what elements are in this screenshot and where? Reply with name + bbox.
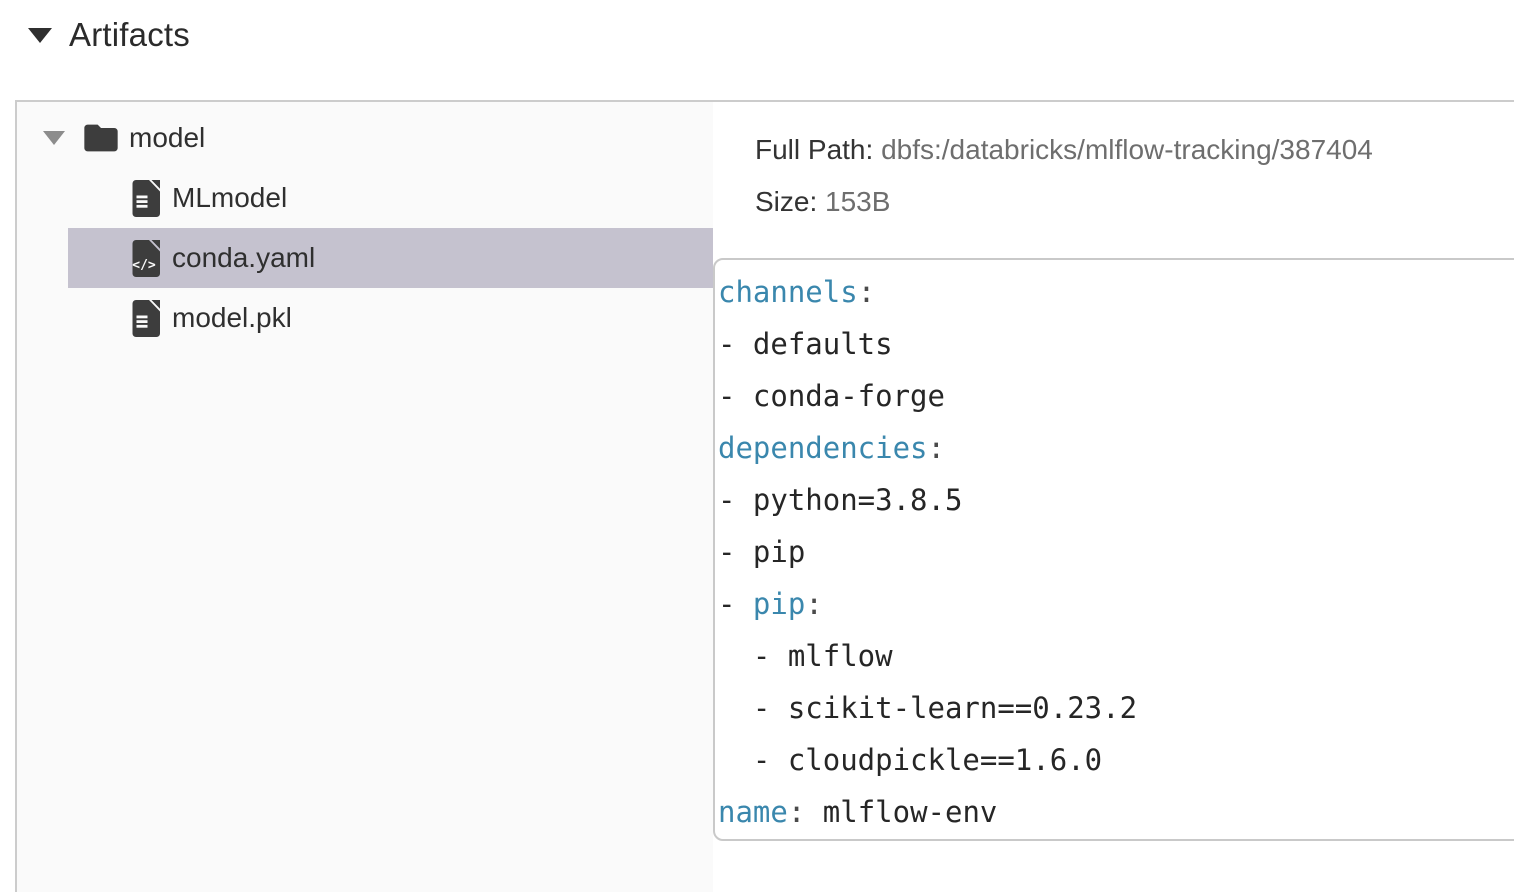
yaml-token-plain: - mlflow [718,639,893,673]
code-line: - cloudpickle==1.6.0 [718,734,1514,786]
artifact-file-tree: model MLmodel </> conda.yaml model.pkl [17,102,713,892]
yaml-token-plain: - [718,587,753,621]
yaml-token-key: name [718,795,788,829]
yaml-code: channels: - defaults - conda-forge dependen… [715,260,1514,838]
code-line: - pip [718,526,1514,578]
tree-node-file-model-pkl[interactable]: model.pkl [68,288,713,348]
file-document-icon [130,299,161,338]
code-line: dependencies: [718,422,1514,474]
file-code-icon: </> [130,239,161,278]
folder-icon [81,118,121,158]
yaml-token-plain: - cloudpickle==1.6.0 [718,743,1103,777]
full-path-label: Full Path: [755,134,874,165]
tree-node-label: conda.yaml [172,242,316,273]
yaml-token-punct: : [927,431,945,465]
code-line: - pip: [718,578,1514,630]
code-line: - defaults [718,318,1514,370]
yaml-token-key: channels [718,275,858,309]
tree-node-file-conda-yaml[interactable]: </> conda.yaml [68,228,713,288]
file-document-icon [130,179,161,218]
tree-node-label: MLmodel [172,182,288,213]
yaml-token-plain: - defaults [718,327,893,361]
code-line: - mlflow [718,630,1514,682]
yaml-token-plain: - python=3.8.5 [718,483,963,517]
file-content-viewer: channels: - defaults - conda-forge dependen… [713,258,1514,841]
code-line: name: mlflow-env [718,786,1514,838]
yaml-token-plain: mlflow-env [805,795,998,829]
size-label: Size: [755,186,818,217]
svg-text:</>: </> [132,258,156,273]
yaml-token-plain: - conda-forge [718,379,945,413]
yaml-token-key: pip [752,587,806,621]
size-line: Size: 153B [755,176,1514,228]
yaml-token-punct: : [805,587,823,621]
tree-file-list: MLmodel </> conda.yaml model.pkl [17,168,713,348]
caret-down-icon[interactable] [43,131,65,145]
artifacts-panel: model MLmodel </> conda.yaml model.pkl Full… [15,100,1514,892]
full-path-line: Full Path: dbfs:/databricks/mlflow-track… [755,124,1514,176]
yaml-token-punct: : [787,795,806,829]
yaml-token-plain: - scikit-learn==0.23.2 [718,691,1138,725]
tree-node-label: model [129,122,206,153]
tree-node-file-mlmodel[interactable]: MLmodel [68,168,713,228]
section-title: Artifacts [69,16,190,53]
caret-down-icon[interactable] [28,27,52,43]
artifact-metadata: Full Path: dbfs:/databricks/mlflow-track… [713,102,1514,228]
artifacts-section-header[interactable]: Artifacts [28,12,190,58]
yaml-token-plain: - pip [718,535,806,569]
tree-node-folder-model[interactable]: model [17,108,713,168]
yaml-token-punct: : [857,275,876,309]
code-line: - scikit-learn==0.23.2 [718,682,1514,734]
code-line: - python=3.8.5 [718,474,1514,526]
code-line: channels: [718,266,1514,318]
yaml-token-key: dependencies [718,431,928,465]
code-line: - conda-forge [718,370,1514,422]
tree-node-label: model.pkl [172,302,292,333]
size-value: 153B [825,186,891,217]
full-path-value: dbfs:/databricks/mlflow-tracking/387404 [881,134,1373,165]
artifact-detail-pane: Full Path: dbfs:/databricks/mlflow-track… [713,102,1514,892]
